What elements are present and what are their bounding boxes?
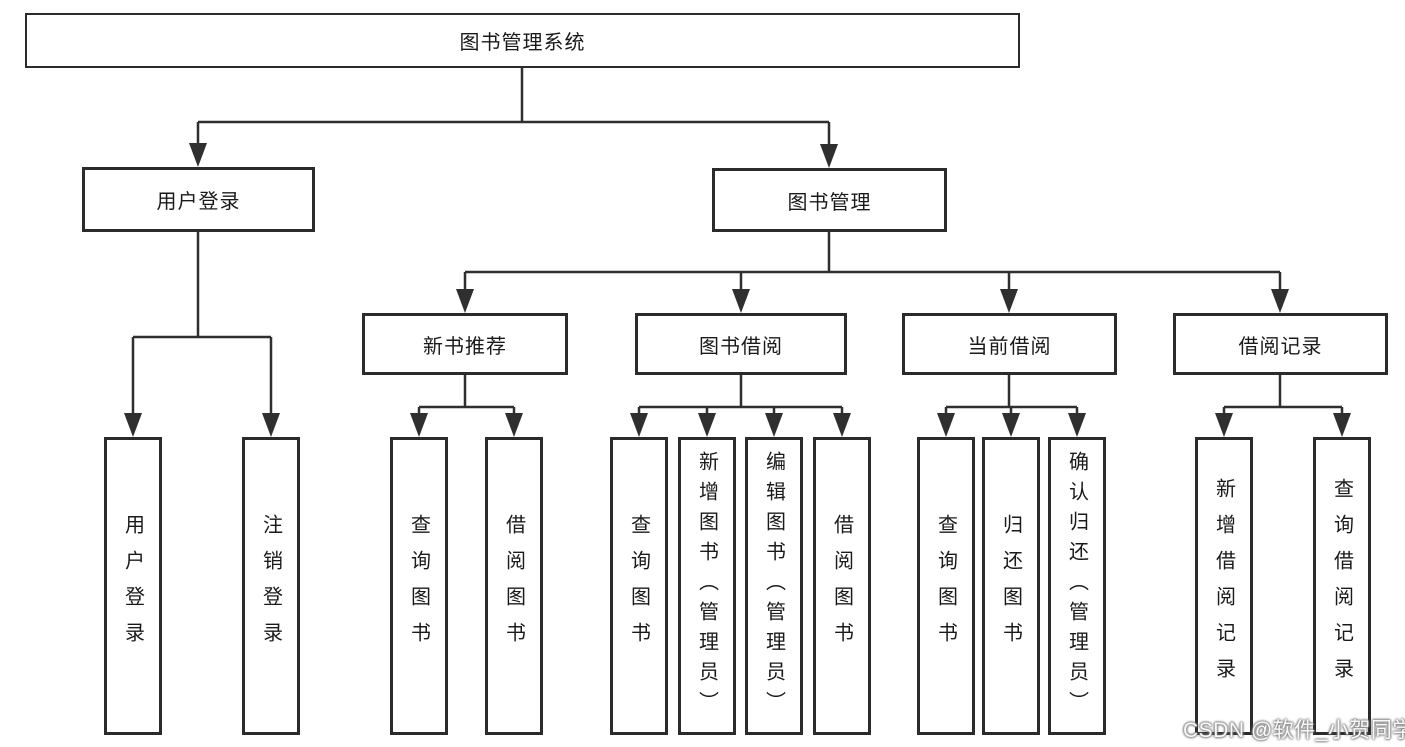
node-label: 用户登录: [121, 514, 144, 658]
node-label: 用户登录: [156, 191, 241, 213]
leaf-borrowing-edit-books-admin: 编辑图书（管理员）: [745, 437, 803, 735]
node-book-borrowing: 图书借阅: [635, 313, 847, 375]
node-root-system: 图书管理系统: [25, 13, 1020, 68]
node-label: 注销登录: [259, 514, 282, 658]
node-label: 查询借阅记录: [1330, 478, 1353, 694]
node-label: 查询图书: [934, 514, 957, 658]
leaf-newbook-query-books: 查询图书: [390, 437, 448, 735]
node-label: 图书借阅: [699, 335, 783, 358]
node-label: 图书管理系统: [459, 32, 586, 54]
node-label: 新增借阅记录: [1212, 478, 1235, 694]
leaf-current-return-books: 归还图书: [982, 437, 1040, 735]
node-label: 查询图书: [407, 514, 430, 658]
leaf-newbook-borrow-books: 借阅图书: [485, 437, 543, 735]
node-book-management-branch: 图书管理: [712, 168, 947, 232]
leaf-logout: 注销登录: [242, 437, 300, 735]
node-label: 图书管理: [787, 191, 872, 214]
leaf-records-add-borrow-record: 新增借阅记录: [1195, 437, 1253, 735]
node-label: 归还图书: [999, 514, 1022, 658]
csdn-watermark: CSDN @软件_小贺同学: [1183, 719, 1405, 742]
node-label: 借阅记录: [1238, 335, 1323, 358]
leaf-current-query-books: 查询图书: [917, 437, 975, 735]
leaf-borrowing-query-books: 查询图书: [610, 437, 668, 735]
node-user-login-branch: 用户登录: [82, 167, 315, 232]
node-label: 新增图书（管理员）: [695, 451, 718, 721]
leaf-records-query-borrow-record: 查询借阅记录: [1313, 437, 1371, 735]
node-label: 新书推荐: [423, 335, 507, 358]
node-label: 编辑图书（管理员）: [762, 451, 785, 721]
node-label: 当前借阅: [967, 335, 1052, 358]
node-current-borrowing: 当前借阅: [902, 313, 1117, 375]
node-label: 借阅图书: [502, 514, 525, 658]
leaf-current-confirm-return-admin: 确认归还（管理员）: [1048, 437, 1106, 735]
arrowhead-icons: [124, 143, 1351, 437]
node-label: 查询图书: [627, 514, 650, 658]
leaf-borrowing-borrow-books: 借阅图书: [813, 437, 871, 735]
node-new-book-recommend: 新书推荐: [362, 313, 568, 375]
node-label: 确认归还（管理员）: [1065, 451, 1088, 721]
leaf-user-login: 用户登录: [104, 437, 162, 735]
node-borrow-records: 借阅记录: [1173, 313, 1388, 375]
leaf-borrowing-add-books-admin: 新增图书（管理员）: [678, 437, 736, 735]
node-label: 借阅图书: [830, 514, 853, 658]
